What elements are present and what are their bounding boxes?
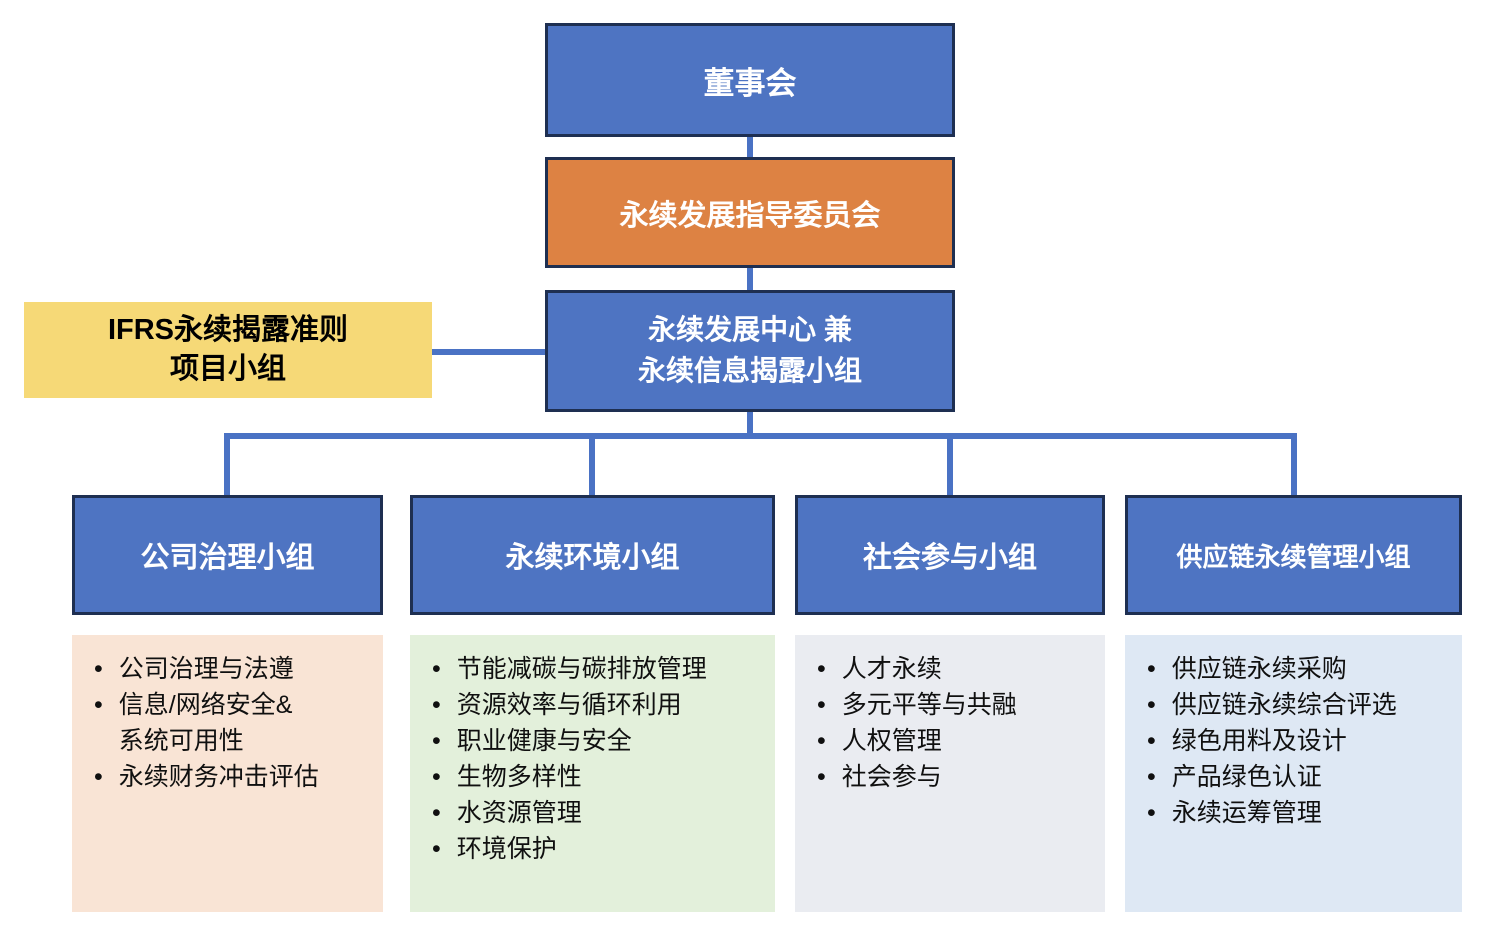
list-item: 产品绿色认证	[1145, 759, 1456, 795]
list-item: 职业健康与安全	[430, 723, 769, 759]
connector-branch-bar	[224, 433, 1297, 439]
list-item: 供应链永续综合评选	[1145, 687, 1456, 723]
board-box: 董事会	[545, 23, 955, 137]
group-title: 公司治理小组	[140, 542, 315, 574]
list-item: 人才永续	[815, 651, 1099, 687]
group-header-governance: 公司治理小组	[72, 495, 383, 615]
connector-drop-social	[947, 439, 953, 495]
group-title: 社会参与小组	[862, 542, 1037, 574]
list-item: 公司治理与法遵	[92, 651, 377, 687]
sustainability-center-box: 永续发展中心 兼 永续信息揭露小组	[545, 290, 955, 412]
connector-ifrs-center	[432, 349, 545, 355]
list-item: 信息/网络安全& 系统可用性	[92, 687, 377, 759]
ifrs-project-box: IFRS永续揭露准则 项目小组	[24, 302, 432, 398]
list-item: 永续运筹管理	[1145, 795, 1456, 831]
list-item: 社会参与	[815, 759, 1099, 795]
connector-drop-environment	[589, 439, 595, 495]
connector-drop-governance	[224, 439, 230, 495]
group-header-supply-chain: 供应链永续管理小组	[1125, 495, 1462, 615]
connector-center-trunk	[747, 412, 753, 434]
connector-board-steering	[747, 137, 753, 157]
sustainability-center-label: 永续发展中心 兼 永续信息揭露小组	[637, 314, 862, 386]
group-list-supply-chain: 供应链永续采购 供应链永续综合评选 绿色用料及设计 产品绿色认证 永续运筹管理	[1125, 635, 1462, 912]
steering-committee-label: 永续发展指导委员会	[619, 199, 881, 232]
list-item: 节能减碳与碳排放管理	[430, 651, 769, 687]
group-list-social: 人才永续 多元平等与共融 人权管理 社会参与	[795, 635, 1105, 912]
list-item: 永续财务冲击评估	[92, 759, 377, 795]
ifrs-project-label: IFRS永续揭露准则 项目小组	[107, 313, 349, 385]
board-label: 董事会	[703, 65, 797, 101]
list-item: 多元平等与共融	[815, 687, 1099, 723]
connector-steering-center	[747, 268, 753, 290]
group-header-environment: 永续环境小组	[410, 495, 775, 615]
list-item: 水资源管理	[430, 795, 769, 831]
list-item: 供应链永续采购	[1145, 651, 1456, 687]
connector-drop-supply-chain	[1291, 439, 1297, 495]
steering-committee-box: 永续发展指导委员会	[545, 157, 955, 268]
group-list-governance: 公司治理与法遵 信息/网络安全& 系统可用性 永续财务冲击评估	[72, 635, 383, 912]
list-item: 人权管理	[815, 723, 1099, 759]
list-item: 生物多样性	[430, 759, 769, 795]
list-item: 绿色用料及设计	[1145, 723, 1456, 759]
list-item: 环境保护	[430, 831, 769, 867]
group-title: 供应链永续管理小组	[1176, 541, 1411, 572]
group-list-environment: 节能减碳与碳排放管理 资源效率与循环利用 职业健康与安全 生物多样性 水资源管理…	[410, 635, 775, 912]
group-header-social: 社会参与小组	[795, 495, 1105, 615]
list-item: 资源效率与循环利用	[430, 687, 769, 723]
group-title: 永续环境小组	[505, 542, 680, 574]
